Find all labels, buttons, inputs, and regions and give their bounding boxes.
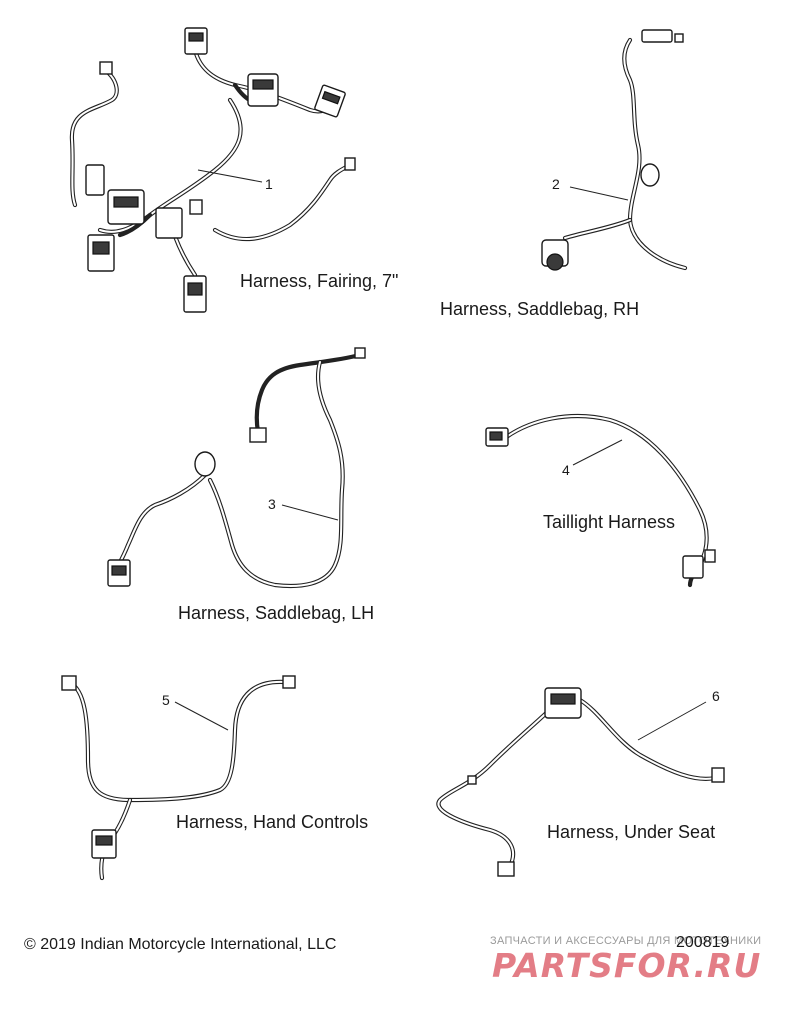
harness-saddlebag-rh-drawing bbox=[541, 29, 688, 271]
copyright-notice: © 2019 Indian Motorcycle International, … bbox=[24, 936, 337, 953]
part-label-harness-fairing: Harness, Fairing, 7" bbox=[240, 271, 399, 291]
part-label-harness-saddlebag-lh: Harness, Saddlebag, LH bbox=[178, 603, 375, 623]
leader-line-2 bbox=[569, 186, 629, 201]
harness-fairing-drawing bbox=[69, 27, 356, 313]
leader-line-1 bbox=[197, 169, 263, 183]
harness-under-seat-drawing bbox=[436, 687, 725, 877]
harness-hand-controls-drawing bbox=[61, 675, 296, 881]
drawing-code: 200819 bbox=[676, 934, 730, 951]
taillight-harness-drawing bbox=[485, 413, 716, 588]
watermark-logo: PARTSFOR.RU bbox=[492, 946, 762, 985]
leader-line-4 bbox=[572, 439, 623, 466]
leader-line-5 bbox=[174, 701, 229, 731]
part-label-harness-saddlebag-rh: Harness, Saddlebag, RH bbox=[440, 299, 640, 319]
leader-line-3 bbox=[281, 504, 339, 521]
part-label-harness-hand-controls: Harness, Hand Controls bbox=[176, 812, 369, 832]
part-number-3: 3 bbox=[268, 496, 276, 512]
leader-line-6 bbox=[637, 701, 707, 741]
part-number-6: 6 bbox=[712, 688, 720, 704]
part-number-2: 2 bbox=[552, 176, 560, 192]
part-label-harness-under-seat: Harness, Under Seat bbox=[547, 822, 716, 842]
part-number-1: 1 bbox=[265, 176, 273, 192]
part-label-taillight-harness: Taillight Harness bbox=[543, 512, 676, 532]
watermark-tagline: ЗАПЧАСТИ И АКСЕССУАРЫ ДЛЯ МОТОТЕХНИКИ bbox=[490, 935, 762, 947]
harness-saddlebag-lh-drawing bbox=[107, 347, 366, 589]
part-number-5: 5 bbox=[162, 692, 170, 708]
part-number-4: 4 bbox=[562, 462, 570, 478]
